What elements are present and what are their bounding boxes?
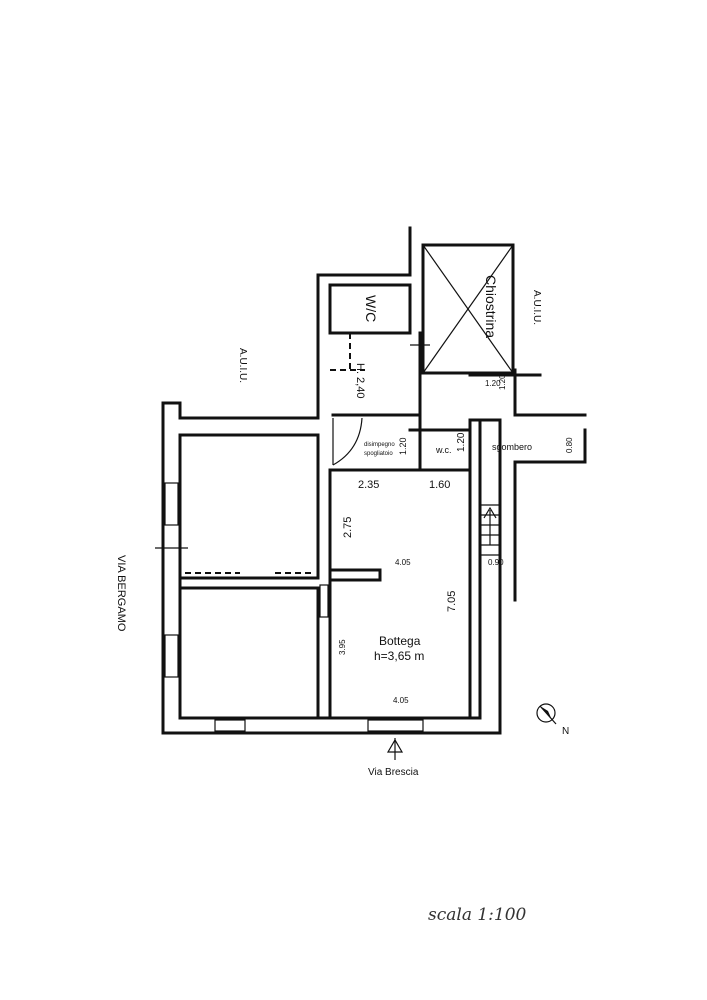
dim-235: 2.35 xyxy=(358,479,379,491)
dim-405-mid: 4.05 xyxy=(395,558,411,567)
wc-top-label: W/C xyxy=(363,295,379,322)
dim-275: 2.75 xyxy=(342,517,354,538)
door-swings xyxy=(155,344,430,549)
staircase xyxy=(480,504,500,556)
bottega-height-label: h=3,65 m xyxy=(374,649,424,663)
spogliatoio-label: spogliatoio xyxy=(364,451,393,457)
via-bergamo-label: VIA BERGAMO xyxy=(115,555,127,632)
dim-120-side: 1.20 xyxy=(498,374,507,390)
scale-note: scala 1:100 xyxy=(428,905,527,925)
aiu-left-label: A.U.I.U. xyxy=(237,348,248,383)
dim-080: 0.80 xyxy=(565,437,574,453)
dim-120-disimpegno: 1.20 xyxy=(398,437,408,455)
chiostrina-label: Chiostrina xyxy=(483,275,499,338)
dim-120-top: 1.20 xyxy=(485,379,501,388)
sgombero-label: sgombero xyxy=(492,442,532,452)
entrance-arrow xyxy=(386,738,404,760)
dim-090: 0.90 xyxy=(488,558,504,567)
bottega-label: Bottega xyxy=(379,634,421,648)
interior-walls xyxy=(178,283,502,720)
disimpegno-label: disimpegno xyxy=(364,442,395,448)
exterior-walls xyxy=(161,226,587,735)
dim-705: 7.05 xyxy=(446,591,458,612)
dim-160: 1.60 xyxy=(429,479,450,491)
dashed-openings xyxy=(185,333,365,574)
dim-120-wc: 1.20 xyxy=(456,432,467,452)
compass-icon xyxy=(536,703,557,725)
north-label: N xyxy=(562,726,569,737)
aiu-right-label: A.U.I.U. xyxy=(531,290,542,325)
dim-405-bottom: 4.05 xyxy=(393,696,409,705)
wc-height-label: H. 2,40 xyxy=(354,363,366,398)
chiostrina-courtyard xyxy=(421,243,515,375)
wc-small-label: w.c. xyxy=(435,445,452,455)
dim-395: 3.95 xyxy=(338,639,347,655)
via-brescia-label: Via Brescia xyxy=(368,767,419,778)
windows xyxy=(164,482,424,732)
